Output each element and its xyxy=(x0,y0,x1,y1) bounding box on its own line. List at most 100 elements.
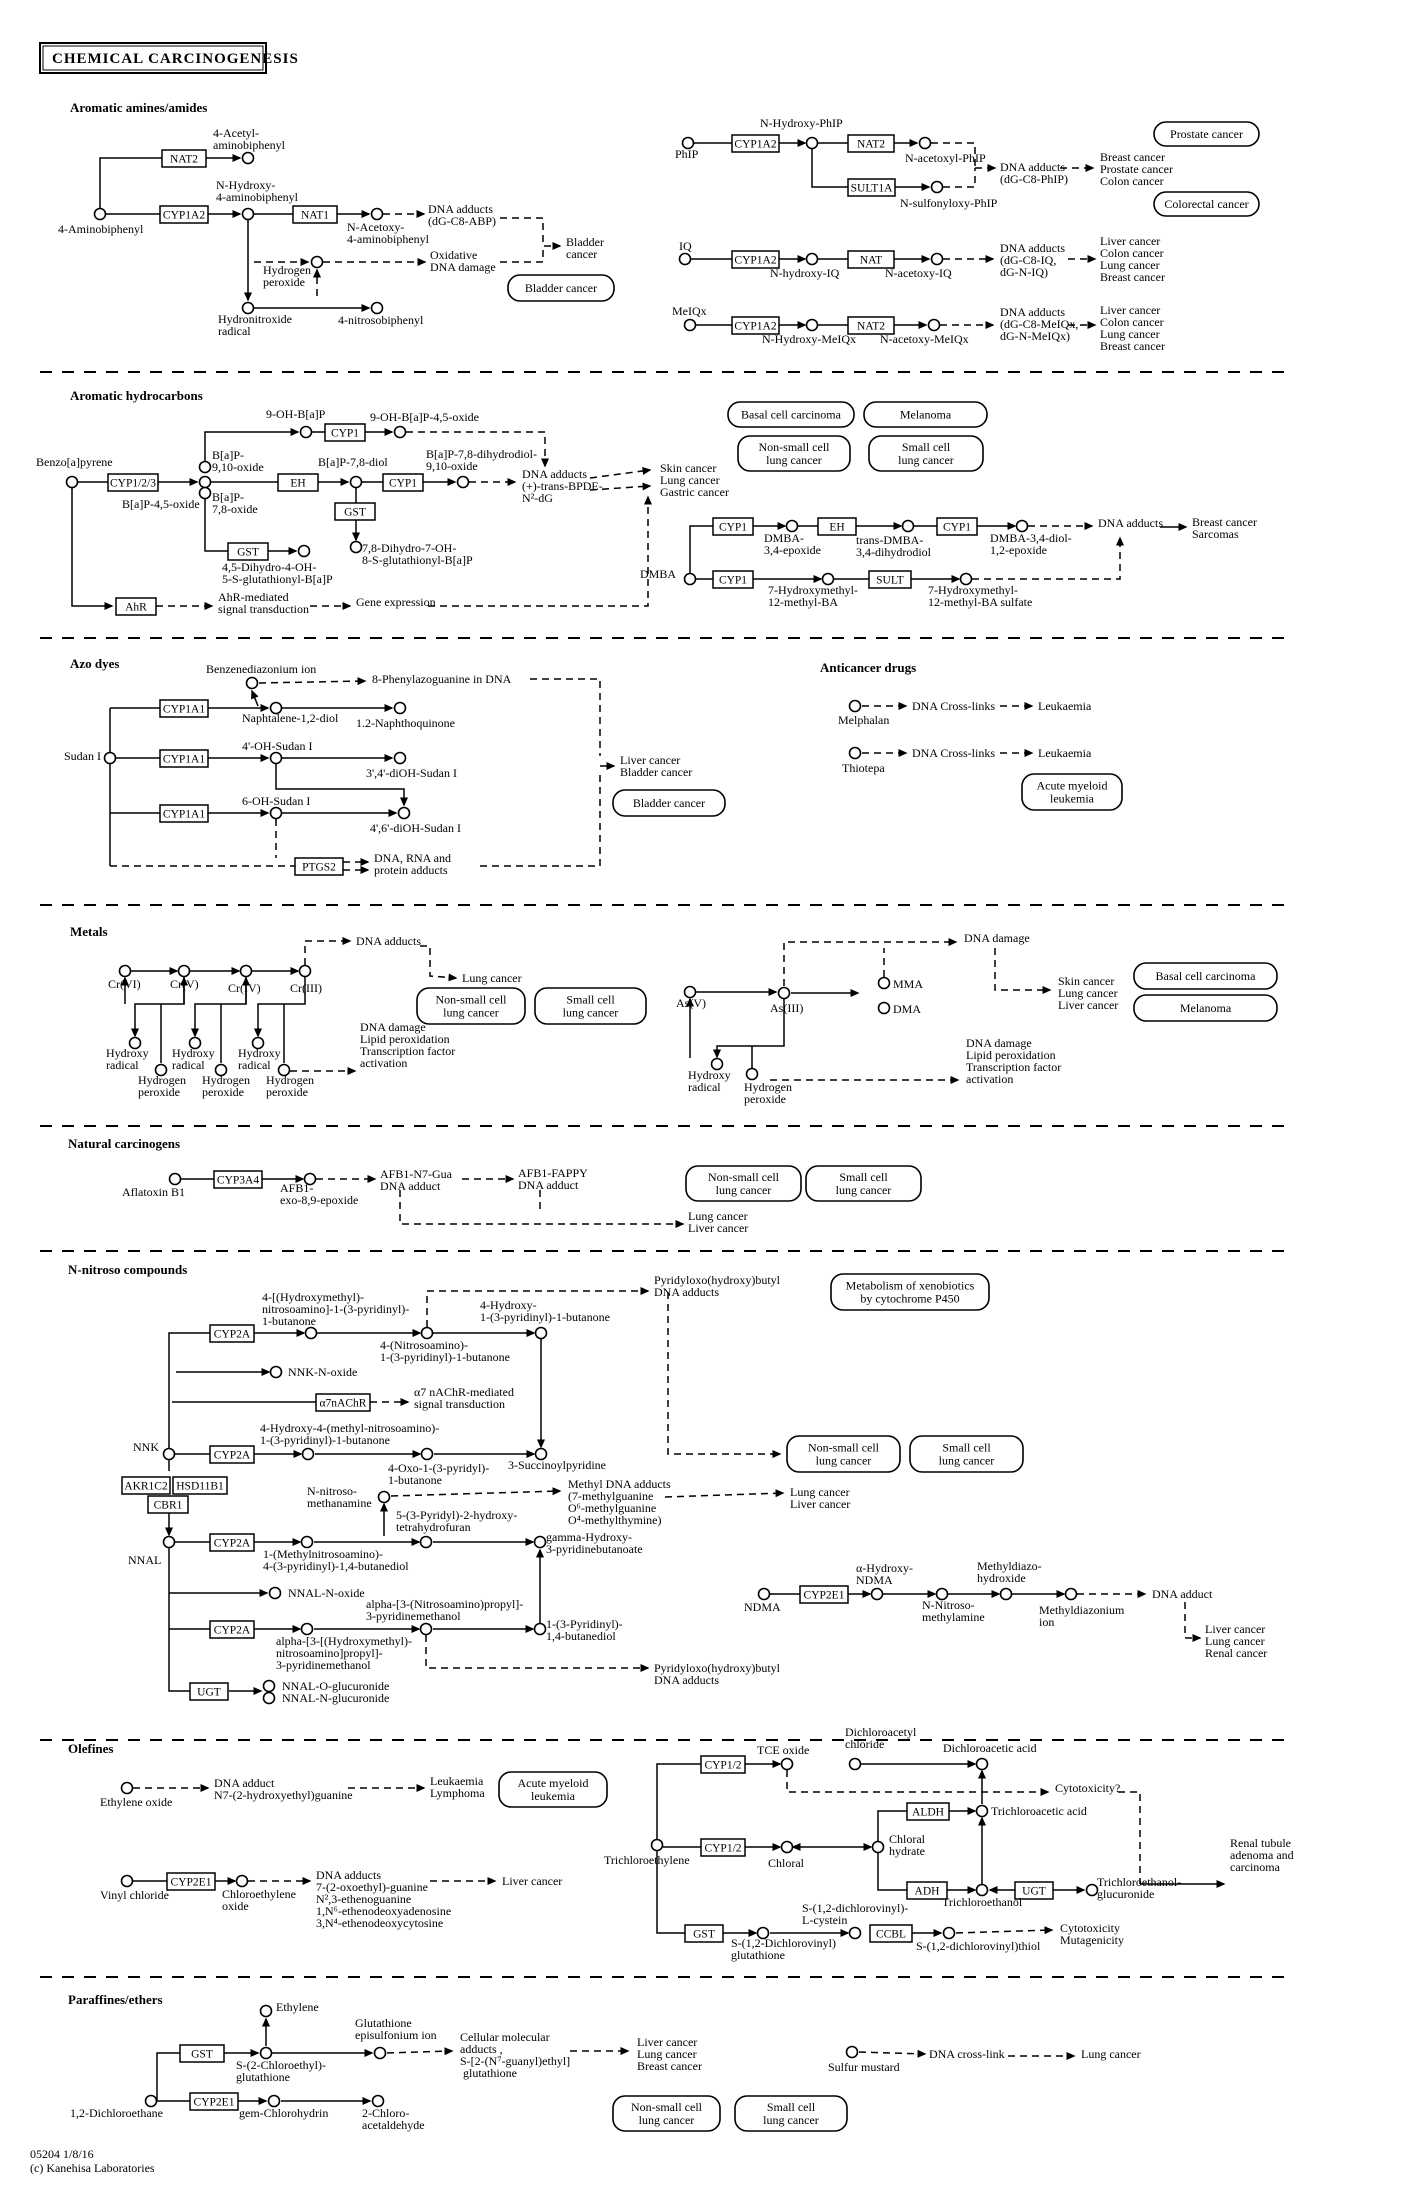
gene-box-nat1[interactable]: NAT1 xyxy=(292,205,338,224)
metabolite-node[interactable] xyxy=(239,964,253,978)
outcome-box-bladder-cancer[interactable]: Bladder cancer xyxy=(507,274,615,302)
metabolite-node[interactable] xyxy=(277,1063,291,1077)
gene-box-gst[interactable]: GST xyxy=(334,502,376,521)
metabolite-node[interactable] xyxy=(268,1586,282,1600)
metabolite-node[interactable] xyxy=(927,318,941,332)
metabolite-node[interactable] xyxy=(533,1535,547,1549)
metabolite-node[interactable] xyxy=(251,1036,265,1050)
gene-box-cyp1[interactable]: CYP1 xyxy=(712,570,754,589)
metabolite-node[interactable] xyxy=(304,1326,318,1340)
gene-box-cyp1[interactable]: CYP1 xyxy=(382,473,424,492)
gene-box-eh[interactable]: EH xyxy=(277,473,319,492)
gene-box-cyp1[interactable]: CYP1 xyxy=(712,517,754,536)
metabolite-node[interactable] xyxy=(678,252,692,266)
metabolite-node[interactable] xyxy=(65,475,79,489)
metabolite-node[interactable] xyxy=(975,1804,989,1818)
gene-box-cyp1[interactable]: CYP1 xyxy=(936,517,978,536)
metabolite-node[interactable] xyxy=(419,1535,433,1549)
metabolite-node[interactable] xyxy=(456,475,470,489)
metabolite-node[interactable] xyxy=(877,1001,891,1015)
gene-box-cyp1a1[interactable]: CYP1A1 xyxy=(159,804,209,823)
gene-box-cyp1a1[interactable]: CYP1A1 xyxy=(159,749,209,768)
metabolite-node[interactable] xyxy=(120,1781,134,1795)
gene-box-cyp2e1[interactable]: CYP2E1 xyxy=(799,1585,849,1604)
gene-box-nat[interactable]: NAT xyxy=(847,250,895,269)
metabolite-node[interactable] xyxy=(805,252,819,266)
metabolite-node[interactable] xyxy=(349,475,363,489)
metabolite-node[interactable] xyxy=(785,519,799,533)
gene-box-ahr[interactable]: AhR xyxy=(115,597,157,616)
gene-box-sult[interactable]: SULT xyxy=(868,570,912,589)
gene-box-hsd11b1[interactable]: HSD11B1 xyxy=(172,1476,228,1495)
gene-box-cyp2e1[interactable]: CYP2E1 xyxy=(166,1872,216,1891)
metabolite-node[interactable] xyxy=(128,1036,142,1050)
metabolite-node[interactable] xyxy=(681,136,695,150)
metabolite-node[interactable] xyxy=(848,746,862,760)
outcome-box-melanoma[interactable]: Melanoma xyxy=(863,401,988,428)
metabolite-node[interactable] xyxy=(168,1172,182,1186)
metabolite-node[interactable] xyxy=(198,460,212,474)
metabolite-node[interactable] xyxy=(269,806,283,820)
metabolite-node[interactable] xyxy=(756,1926,770,1940)
metabolite-node[interactable] xyxy=(745,1067,759,1081)
gene-box-nat2[interactable]: NAT2 xyxy=(161,149,207,168)
gene-box-akr1c2[interactable]: AKR1C2 xyxy=(121,1476,171,1495)
outcome-box-melanoma[interactable]: Melanoma xyxy=(1133,994,1278,1022)
metabolite-node[interactable] xyxy=(930,252,944,266)
gene-box-cyp12[interactable]: CYP1/2 xyxy=(700,1838,746,1857)
metabolite-node[interactable] xyxy=(780,1840,794,1854)
metabolite-node[interactable] xyxy=(393,751,407,765)
metabolite-node[interactable] xyxy=(805,318,819,332)
metabolite-node[interactable] xyxy=(267,2094,281,2108)
metabolite-node[interactable] xyxy=(777,986,791,1000)
gene-box-ugt[interactable]: UGT xyxy=(1014,1881,1054,1900)
metabolite-node[interactable] xyxy=(533,1622,547,1636)
metabolite-node[interactable] xyxy=(300,1535,314,1549)
metabolite-node[interactable] xyxy=(299,425,313,439)
metabolite-node[interactable] xyxy=(1064,1587,1078,1601)
gene-box-eh[interactable]: EH xyxy=(817,517,857,536)
gene-box-gst[interactable]: GST xyxy=(684,1924,724,1943)
metabolite-node[interactable] xyxy=(259,2046,273,2060)
gene-box-nat2[interactable]: NAT2 xyxy=(847,316,895,335)
outcome-box-basal-cell-carcinoma[interactable]: Basal cell carcinoma xyxy=(1133,962,1278,990)
metabolite-node[interactable] xyxy=(848,1926,862,1940)
metabolite-node[interactable] xyxy=(303,1172,317,1186)
metabolite-node[interactable] xyxy=(821,572,835,586)
metabolite-node[interactable] xyxy=(300,1622,314,1636)
metabolite-node[interactable] xyxy=(901,519,915,533)
metabolite-node[interactable] xyxy=(349,540,363,554)
gene-box-cyp1a2[interactable]: CYP1A2 xyxy=(159,205,209,224)
metabolite-node[interactable] xyxy=(942,1926,956,1940)
metabolite-node[interactable] xyxy=(298,964,312,978)
gene-box-ptgs2[interactable]: PTGS2 xyxy=(294,857,344,876)
gene-box-adh[interactable]: ADH xyxy=(906,1881,948,1900)
gene-box-7nachr[interactable]: α7nAChR xyxy=(315,1393,371,1412)
metabolite-node[interactable] xyxy=(393,425,407,439)
metabolite-node[interactable] xyxy=(162,1447,176,1461)
metabolite-node[interactable] xyxy=(935,1587,949,1601)
metabolite-node[interactable] xyxy=(262,1691,276,1705)
metabolite-node[interactable] xyxy=(377,1490,391,1504)
metabolite-node[interactable] xyxy=(214,1063,228,1077)
gene-box-ccbl[interactable]: CCBL xyxy=(869,1924,913,1943)
metabolite-node[interactable] xyxy=(269,701,283,715)
gene-box-cyp1[interactable]: CYP1 xyxy=(324,423,366,442)
metabolite-node[interactable] xyxy=(848,1757,862,1771)
metabolite-node[interactable] xyxy=(154,1063,168,1077)
gene-box-cyp2a[interactable]: CYP2A xyxy=(209,1445,255,1464)
metabolite-node[interactable] xyxy=(103,751,117,765)
metabolite-node[interactable] xyxy=(420,1326,434,1340)
gene-box-nat2[interactable]: NAT2 xyxy=(847,134,895,153)
gene-box-cyp2a[interactable]: CYP2A xyxy=(209,1324,255,1343)
outcome-box-basal-cell-carcinoma[interactable]: Basal cell carcinoma xyxy=(727,401,855,428)
